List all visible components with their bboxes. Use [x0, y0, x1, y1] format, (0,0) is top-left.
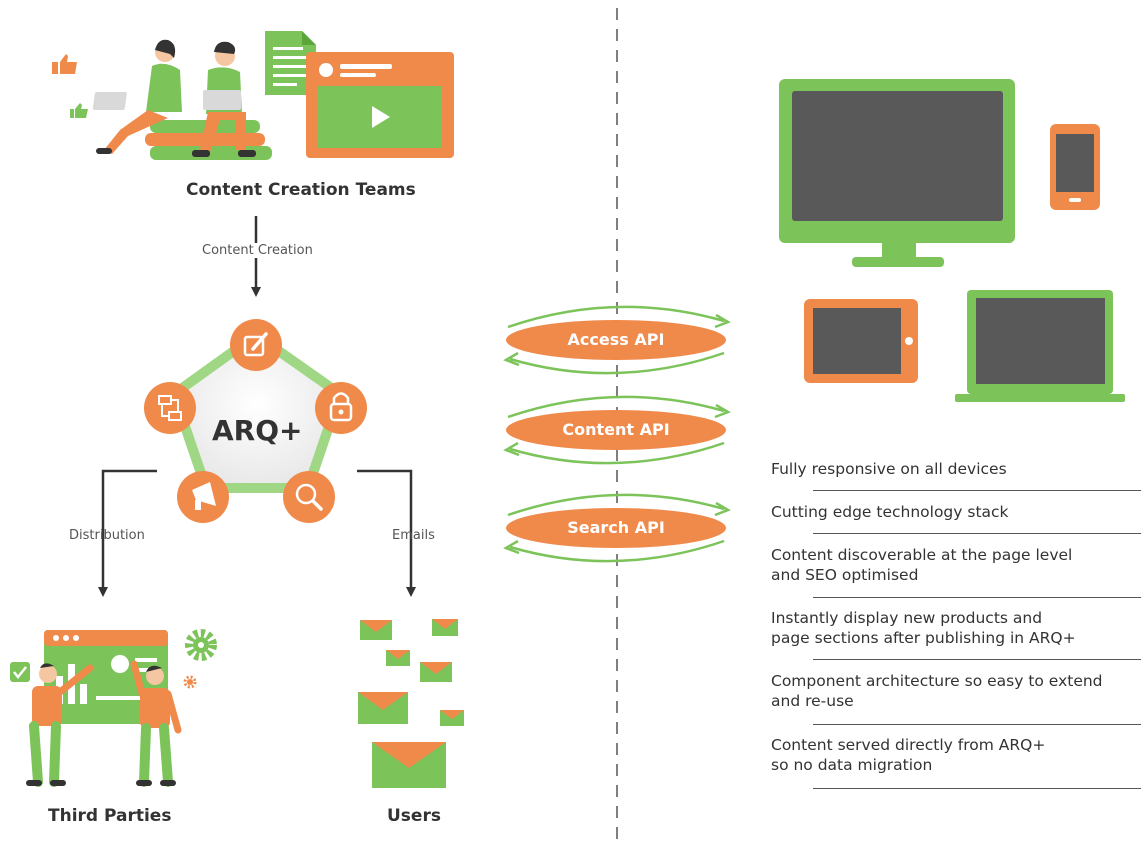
- play-icon: [372, 106, 390, 128]
- feature-divider: [813, 533, 1141, 534]
- feature-divider: [813, 724, 1141, 725]
- feature-item: Fully responsive on all devices: [771, 460, 1007, 478]
- users-label: Users: [387, 806, 441, 826]
- feature-item: Content discoverable at the page level a…: [771, 546, 1073, 584]
- third-parties-illustration: [10, 629, 217, 787]
- envelope-icon: [440, 710, 464, 726]
- desktop-monitor-icon: [779, 79, 1015, 267]
- feature-item: Content served directly from ARQ+ so no …: [771, 736, 1046, 774]
- envelope-icon: [358, 692, 408, 724]
- feature-divider: [813, 597, 1141, 598]
- feature-divider: [813, 659, 1141, 660]
- tablet-icon: [804, 299, 918, 383]
- access-api-label: Access API: [567, 330, 665, 349]
- content-creation-teams-label: Content Creation Teams: [186, 180, 416, 200]
- lock-icon: [315, 382, 367, 434]
- laptop-icon: [955, 290, 1125, 402]
- search-icon: [283, 471, 335, 523]
- feature-item: Component architecture so easy to extend…: [771, 672, 1103, 710]
- envelope-icon: [360, 620, 392, 640]
- feature-item: Instantly display new products and page …: [771, 609, 1076, 647]
- envelope-icon: [386, 650, 410, 666]
- emails-label: Emails: [392, 528, 435, 543]
- emails-arrow: [357, 469, 416, 597]
- smartphone-icon: [1050, 124, 1100, 210]
- document-icon: [265, 31, 316, 95]
- thumbs-up-icon: [52, 54, 77, 74]
- gear-icon: [185, 629, 217, 661]
- gear-icon: [183, 675, 197, 689]
- feature-divider: [813, 490, 1141, 491]
- workflow-icon: [144, 382, 196, 434]
- feature-item: Cutting edge technology stack: [771, 503, 1009, 521]
- content-creation-flow-label: Content Creation: [200, 243, 315, 258]
- envelope-icon: [420, 662, 452, 682]
- video-player-icon: [306, 52, 454, 158]
- api-exchange-group: [503, 305, 731, 563]
- content-api-label: Content API: [562, 420, 670, 439]
- feature-divider: [813, 788, 1141, 789]
- distribution-label: Distribution: [69, 528, 145, 543]
- search-api-label: Search API: [567, 518, 665, 537]
- third-parties-label: Third Parties: [48, 806, 172, 826]
- arq-hub: [144, 319, 367, 523]
- edit-icon: [230, 319, 282, 371]
- email-envelopes-illustration: [358, 619, 464, 788]
- megaphone-icon: [177, 471, 229, 523]
- thumbs-up-icon: [70, 103, 88, 118]
- envelope-icon: [372, 742, 446, 788]
- checkmark-icon: [10, 662, 30, 682]
- distribution-arrow: [98, 469, 157, 597]
- content-creation-illustration: [52, 31, 454, 160]
- hub-title: ARQ+: [212, 414, 303, 447]
- envelope-icon: [432, 619, 458, 636]
